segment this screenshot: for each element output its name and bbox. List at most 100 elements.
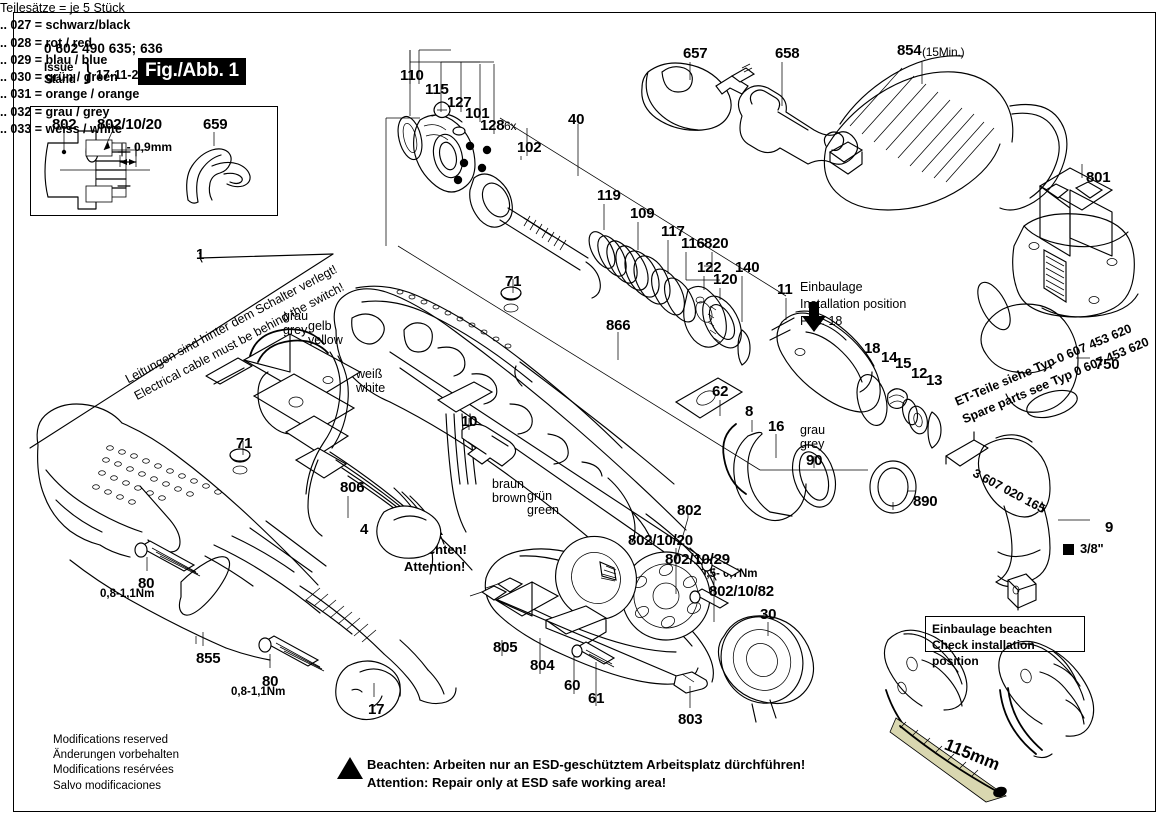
callout-658: 658 [775, 45, 800, 62]
kit-item: .. 028 = rot / red [0, 35, 93, 50]
callout-40: 40 [568, 111, 585, 128]
drive-size-label: 3/8" [1080, 541, 1104, 556]
kit-legend-title: Teilesätze = je 5 Stück [0, 1, 125, 15]
installation-position-ref: Pos. 18 [800, 313, 843, 328]
esd-warning-en: Attention: Repair only at ESD safe worki… [367, 774, 667, 790]
callout-17: 17 [368, 701, 385, 718]
wire-color-yellow: gelb yellow [308, 319, 343, 348]
callout-116: 116 [681, 235, 705, 252]
issue-stand-labels: Issue Stand [44, 62, 76, 86]
callout-14: 14 [881, 349, 898, 366]
callout-801: 801 [1086, 169, 1111, 186]
attention-note: Beachten! Attention! [404, 542, 467, 576]
callout-750: 750 [1095, 356, 1120, 373]
callout-802-10-29: 802/10/29 [665, 551, 730, 568]
kit-item: .. 027 = schwarz/black [0, 18, 131, 33]
callout-18: 18 [864, 340, 881, 357]
callout-60: 60 [564, 677, 581, 694]
wire-color-white: weiß white [356, 367, 386, 396]
wire-green-en: green [527, 502, 559, 517]
callout-866: 866 [606, 317, 631, 334]
callout-127: 127 [447, 94, 472, 111]
kit-item: .. 029 = blau / blue [0, 52, 108, 67]
callout-90: 90 [806, 452, 823, 469]
wire-yellow-en: yellow [308, 332, 343, 347]
wire-color-grey-2: grau grey [800, 423, 826, 452]
kit-item: .. 031 = orange / orange [0, 87, 140, 102]
square-drive-icon [1063, 544, 1074, 555]
page-border [13, 12, 1156, 812]
kit-item: .. 030 = grün / green [0, 70, 118, 84]
callout-11: 11 [777, 281, 793, 298]
callout-80: 80 [138, 575, 155, 592]
torque-spec-80-right: 0,8-1,1Nm [231, 686, 286, 698]
wire-white-en: white [356, 380, 386, 395]
callout-806: 806 [340, 479, 365, 496]
wire-brown-de: braun [492, 477, 524, 491]
dimension-gap: 0,6- 0,9mm [110, 140, 173, 154]
wire-color-green: grün green [527, 489, 559, 518]
callout-802-10-82: 802/10/82 [709, 583, 774, 600]
callout-109: 109 [630, 205, 655, 222]
callout-15: 15 [895, 355, 912, 372]
callout-16: 16 [768, 418, 785, 435]
stand-label: Stand [44, 74, 76, 87]
installation-position-note: Einbaulage Installation position Pos. 18 [800, 279, 906, 330]
callout-820: 820 [704, 235, 729, 252]
attention-triangle-icon [419, 515, 443, 535]
callout-102: 102 [517, 139, 542, 156]
callout-6x: 6x [504, 119, 517, 133]
legal-notice: Modifications reserved Änderungen vorbeh… [53, 734, 179, 792]
callout-110: 110 [400, 67, 424, 84]
callout-71: 71 [505, 273, 522, 290]
callout-1: 1 [196, 246, 205, 263]
check-installation-en: Check installation position [932, 638, 1035, 669]
callout-802-detail: 802 [52, 116, 77, 133]
check-installation-box: Einbaulage beachten Check installation p… [925, 616, 1085, 668]
attention-note-de: Beachten! [404, 542, 467, 557]
callout-115: 115 [425, 81, 449, 98]
callout-30: 30 [760, 606, 777, 623]
wire-yellow-de: gelb [308, 319, 332, 333]
kit-item: .. 032 = grau / grey [0, 104, 110, 119]
callout-128: 128 [480, 117, 505, 134]
callout-804: 804 [530, 657, 555, 674]
installation-position-de: Einbaulage [800, 280, 863, 294]
esd-warning-de: Beachten: Arbeiten nur an ESD-geschützte… [367, 757, 806, 772]
callout-854: 854 [897, 42, 922, 59]
wire-grey2-en: grey [800, 436, 825, 451]
callout-80: 80 [262, 673, 279, 690]
detail-inset-box [30, 106, 278, 216]
callout-805: 805 [493, 639, 518, 656]
callout-12: 12 [911, 365, 928, 382]
callout-119: 119 [597, 187, 621, 204]
callout-890: 890 [913, 493, 938, 510]
callout-802-10-20-detail: 802/10/20 [97, 116, 162, 133]
issue-label: Issue [44, 62, 74, 74]
callout-657: 657 [683, 45, 708, 62]
callout-120: 120 [713, 271, 738, 288]
wire-white-de: weiß [356, 367, 383, 381]
callout-62: 62 [712, 383, 729, 400]
torque-spec-802-10-82: 0,5- 0,7Nm [700, 568, 758, 580]
wire-green-de: grün [527, 489, 553, 503]
callout-61: 61 [588, 690, 605, 707]
callout-13: 13 [926, 372, 943, 389]
figure-badge: Fig./Abb. 1 [138, 58, 246, 85]
wire-brown-en: brown [492, 490, 527, 505]
callout-802: 802 [677, 502, 702, 519]
brace-glyph: } [84, 58, 92, 84]
wire-color-brown: braun brown [492, 477, 527, 506]
callout-117: 117 [661, 223, 685, 240]
issue-date: 17-11-22 [96, 68, 146, 82]
wire-grey2-de: grau [800, 423, 826, 437]
callout-140: 140 [735, 259, 760, 276]
callout-10: 10 [461, 413, 478, 430]
warning-triangle-icon [337, 757, 363, 779]
installation-position-en: Installation position [800, 296, 907, 311]
callout-122: 122 [697, 259, 722, 276]
callout-4: 4 [360, 521, 369, 538]
callout-803: 803 [678, 711, 703, 728]
attention-note-en: Attention! [404, 558, 466, 574]
